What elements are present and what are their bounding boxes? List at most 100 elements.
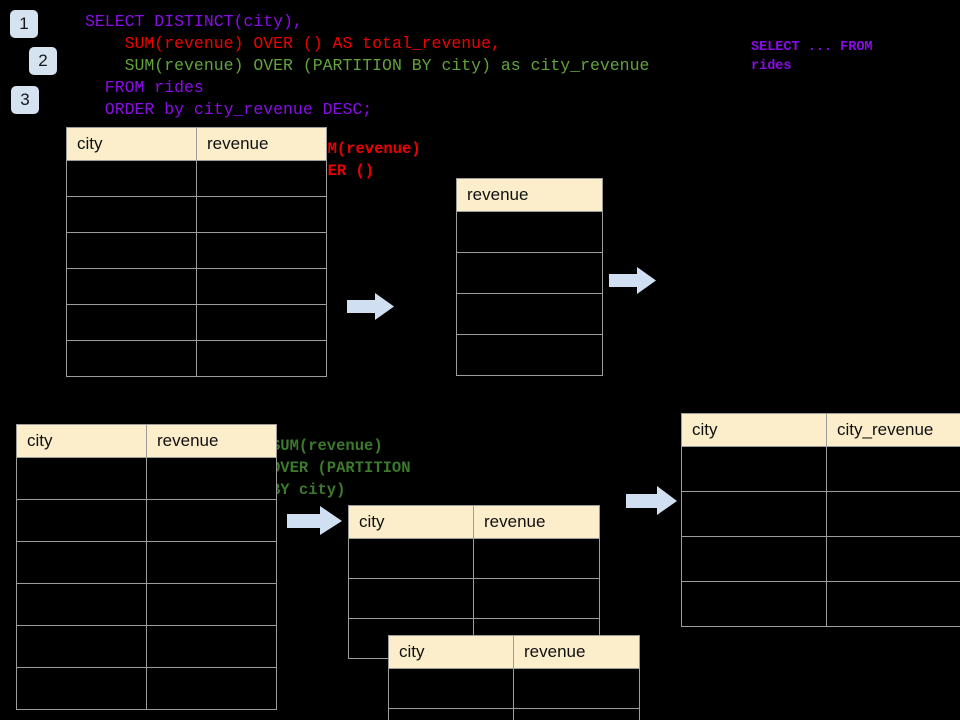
- table-row: [681, 581, 960, 627]
- table-cell: [16, 457, 147, 500]
- table-cell: [681, 536, 827, 582]
- column-header-city: city: [681, 413, 827, 447]
- table-header-row: city revenue: [388, 635, 640, 669]
- sql-line-4: FROM rides: [85, 78, 204, 97]
- table-row: [681, 491, 960, 537]
- table-cell: [473, 538, 600, 579]
- annotation-city-revenue-line-3: BY city): [271, 481, 346, 499]
- annotation-total-revenue-line-1: SUM(revenue): [309, 140, 421, 158]
- table-cell: [196, 340, 327, 377]
- sql-line-5: ORDER by city_revenue DESC;: [85, 100, 373, 119]
- table-cell: [826, 446, 960, 492]
- table-row: [16, 667, 277, 710]
- table-row: [66, 196, 327, 233]
- table-cell: [16, 583, 147, 626]
- side-note-line-1: SELECT ... FROM: [751, 40, 873, 55]
- table-cell: [473, 578, 600, 619]
- table-cell: [681, 581, 827, 627]
- table-row: [681, 536, 960, 582]
- table-row: [16, 499, 277, 542]
- table-cell: [196, 160, 327, 197]
- table-cell: [456, 211, 603, 253]
- table-header-row: city revenue: [66, 127, 327, 161]
- table-row: [16, 625, 277, 668]
- table-cell: [16, 499, 147, 542]
- column-header-city: city: [66, 127, 197, 161]
- step-badge-1: 1: [10, 10, 38, 38]
- table-cell: [681, 446, 827, 492]
- step-badge-3: 3: [11, 86, 39, 114]
- table-row: [456, 334, 603, 376]
- side-note-line-2: rides: [751, 59, 792, 74]
- table-row: [456, 293, 603, 335]
- table-cell: [146, 457, 277, 500]
- table-row: [66, 268, 327, 305]
- table-cell: [146, 499, 277, 542]
- table-cell: [146, 667, 277, 710]
- table-cell: [513, 708, 640, 720]
- arrow-source-to-partition-icon: [287, 506, 342, 535]
- table-cell: [826, 536, 960, 582]
- table-cell: [66, 196, 197, 233]
- table-cell: [196, 196, 327, 233]
- table-header-row: city city_revenue: [681, 413, 960, 447]
- table-cell: [146, 541, 277, 584]
- table-row: [66, 232, 327, 269]
- column-header-revenue: revenue: [456, 178, 603, 212]
- column-header-revenue: revenue: [513, 635, 640, 669]
- table-cell: [681, 491, 827, 537]
- table-cell: [16, 625, 147, 668]
- arrow-source-to-total-icon: [347, 293, 394, 320]
- table-cell: [826, 491, 960, 537]
- table-row: [681, 446, 960, 492]
- table-row: [456, 211, 603, 253]
- table-cell: [348, 538, 474, 579]
- table-row: [388, 668, 640, 709]
- table-partition-group-front: city revenue: [388, 635, 640, 720]
- table-partition-group-back: city revenue: [348, 505, 600, 659]
- column-header-city: city: [348, 505, 474, 539]
- table-row: [348, 578, 600, 619]
- table-row: [16, 541, 277, 584]
- table-cell: [66, 304, 197, 341]
- table-cell: [456, 293, 603, 335]
- table-row: [16, 583, 277, 626]
- table-cell: [456, 334, 603, 376]
- arrow-total-to-final-icon: [609, 267, 656, 294]
- table-cell: [196, 232, 327, 269]
- table-row: [348, 538, 600, 579]
- table-row: [388, 708, 640, 720]
- table-cell: [196, 304, 327, 341]
- table-header-row: revenue: [456, 178, 603, 212]
- table-cell: [388, 708, 514, 720]
- table-rides-source-bottom: city revenue: [16, 424, 277, 710]
- sql-line-3: SUM(revenue) OVER (PARTITION BY city) as…: [85, 56, 650, 75]
- table-cell: [456, 252, 603, 294]
- table-cell: [826, 581, 960, 627]
- table-cell: [348, 578, 474, 619]
- table-cell: [513, 668, 640, 709]
- table-cell: [196, 268, 327, 305]
- column-header-revenue: revenue: [196, 127, 327, 161]
- column-header-revenue: revenue: [473, 505, 600, 539]
- table-row: [66, 160, 327, 197]
- table-total-revenue-result: revenue: [456, 178, 603, 376]
- column-header-city-revenue: city_revenue: [826, 413, 960, 447]
- table-final-result: city city_revenue: [681, 413, 960, 627]
- table-cell: [66, 160, 197, 197]
- annotation-city-revenue-line-2: OVER (PARTITION: [271, 459, 411, 477]
- table-row: [66, 340, 327, 377]
- table-cell: [16, 667, 147, 710]
- table-cell: [146, 625, 277, 668]
- table-cell: [146, 583, 277, 626]
- sql-line-1: SELECT DISTINCT(city),: [85, 12, 303, 31]
- annotation-city-revenue-line-1: SUM(revenue): [271, 437, 383, 455]
- table-header-row: city revenue: [348, 505, 600, 539]
- step-badge-2: 2: [29, 47, 57, 75]
- table-cell: [66, 232, 197, 269]
- table-row: [66, 304, 327, 341]
- table-cell: [388, 668, 514, 709]
- sql-line-2: SUM(revenue) OVER () AS total_revenue,: [85, 34, 501, 53]
- column-header-revenue: revenue: [146, 424, 277, 458]
